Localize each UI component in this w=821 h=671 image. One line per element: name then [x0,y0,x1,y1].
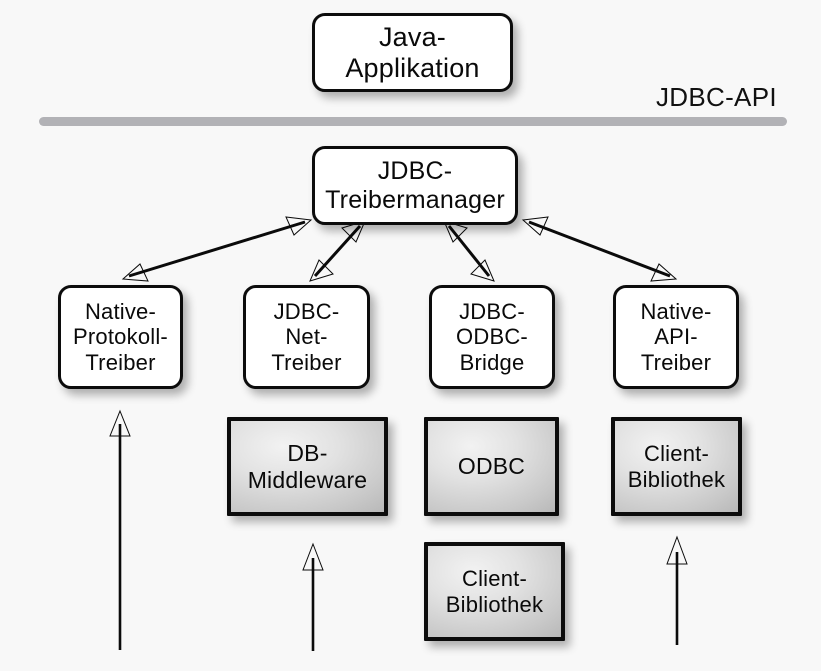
edge-manager-to-native-protokoll-treiber [121,216,313,282]
node-odbc[interactable]: ODBC [424,417,559,516]
edge-manager-to-jdbc-odbc-bridge [443,220,495,282]
jdbc-api-label: JDBC-API [656,82,777,112]
node-jdbc-treibermanager[interactable]: JDBC- Treibermanager [312,146,518,225]
edge-up-native-protokoll-treiber [109,409,131,650]
node-jdbc-net-treiber[interactable]: JDBC- Net- Treiber [243,285,370,389]
jdbc-api-separator-bar [39,117,787,126]
edge-up-db-middleware [302,542,324,651]
node-db-middleware[interactable]: DB- Middleware [227,417,388,516]
node-client-bibliothek-right[interactable]: Client- Bibliothek [611,417,742,516]
edge-manager-to-jdbc-net-treiber [309,220,366,282]
node-java-applikation[interactable]: Java- Applikation [312,13,513,92]
node-jdbc-odbc-bridge[interactable]: JDBC- ODBC- Bridge [429,285,555,389]
node-native-api-treiber[interactable]: Native- API- Treiber [613,285,739,389]
node-native-protokoll-treiber[interactable]: Native- Protokoll- Treiber [58,285,183,389]
edge-up-client-bibliothek [666,535,688,645]
node-client-bibliothek-center[interactable]: Client- Bibliothek [424,542,565,641]
edge-manager-to-native-api-treiber [521,216,678,282]
